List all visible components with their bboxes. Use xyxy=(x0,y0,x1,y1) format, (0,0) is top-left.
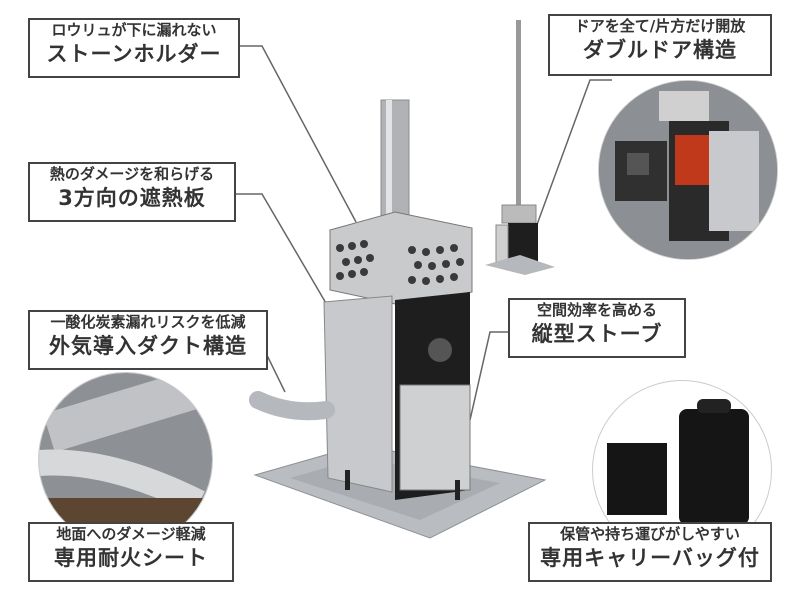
duct-photo xyxy=(38,372,213,547)
callout-double-door: ドアを全て/片方だけ開放 ダブルドア構造 xyxy=(548,14,772,76)
leader-stone-holder xyxy=(240,45,357,223)
stone-holder xyxy=(329,211,473,306)
callout-heat-shield: 熱のダメージを和らげる 3方向の遮熱板 xyxy=(28,162,236,222)
callout-double-door-line2: ダブルドア構造 xyxy=(583,38,737,62)
double-door-photo xyxy=(598,80,778,260)
callout-carry-bag: 保管や持ち運びがしやすい 専用キャリーバッグ付 xyxy=(528,522,772,582)
callout-intake-duct: 一酸化炭素漏れリスクを低減 外気導入ダクト構造 xyxy=(28,310,268,370)
leader-double-door xyxy=(534,79,612,231)
small-chimney xyxy=(516,20,521,205)
callout-fire-sheet-line2: 専用耐火シート xyxy=(54,546,208,570)
intake-duct xyxy=(249,391,335,421)
callout-heat-shield-line2: 3方向の遮熱板 xyxy=(58,186,206,210)
callout-intake-duct-line1: 一酸化炭素漏れリスクを低減 xyxy=(50,313,246,331)
callout-stone-holder-line2: ストーンホルダー xyxy=(46,42,222,66)
leader-vertical-stove xyxy=(469,331,508,421)
lower-door xyxy=(399,384,471,491)
callout-vertical-stove-line1: 空間効率を高める xyxy=(536,301,657,319)
callout-fire-sheet-line1: 地面へのダメージ軽減 xyxy=(56,525,206,543)
callout-stone-holder: ロウリュが下に漏れない ストーンホルダー xyxy=(28,18,240,78)
side-heat-shield xyxy=(323,295,393,493)
callout-heat-shield-line1: 熱のダメージを和らげる xyxy=(49,165,215,183)
callout-carry-bag-line2: 専用キャリーバッグ付 xyxy=(540,546,760,570)
air-vent xyxy=(428,338,452,362)
callout-fire-sheet: 地面へのダメージ軽減 専用耐火シート xyxy=(28,522,234,582)
callout-double-door-line1: ドアを全て/片方だけ開放 xyxy=(574,17,746,35)
callout-intake-duct-line2: 外気導入ダクト構造 xyxy=(49,334,247,358)
callout-carry-bag-line1: 保管や持ち運びがしやすい xyxy=(560,525,740,543)
callout-stone-holder-line1: ロウリュが下に漏れない xyxy=(51,21,217,39)
callout-vertical-stove: 空間効率を高める 縦型ストーブ xyxy=(508,298,686,358)
leader-heat-shield xyxy=(236,193,331,311)
callout-vertical-stove-line2: 縦型ストーブ xyxy=(531,322,663,346)
